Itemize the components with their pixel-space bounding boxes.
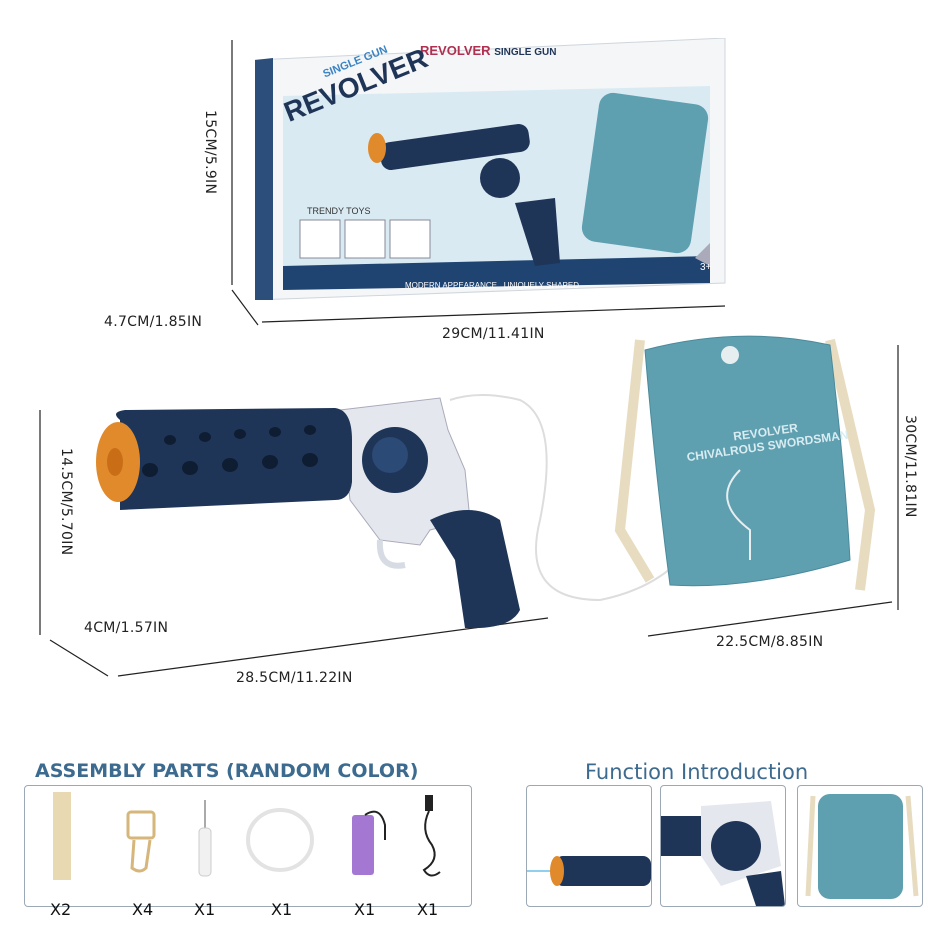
box-feature-1: MODERN APPEARANCE	[405, 281, 498, 290]
box-depth-label: 4.7CM/1.85IN	[104, 314, 203, 330]
bag-width-label: 22.5CM/8.85IN	[716, 634, 824, 650]
part-qty-buckle: X4	[132, 900, 154, 919]
box-illustration	[255, 38, 726, 300]
part-qty-strap: X2	[50, 900, 72, 919]
water-bag-illustration	[614, 335, 876, 591]
box-trendy-label: TRENDY TOYS	[307, 206, 371, 216]
part-qty-screwdriver: X1	[194, 900, 216, 919]
box-top-title: REVOLVER	[420, 43, 491, 58]
box-width-label: 29CM/11.41IN	[442, 326, 545, 342]
function-panel-backpack	[797, 785, 923, 907]
function-panel-barrel	[526, 785, 652, 907]
usb-cable-icon	[422, 795, 441, 877]
gun-length-label: 28.5CM/11.22IN	[236, 670, 353, 686]
buckle-icon	[126, 810, 156, 873]
battery-icon	[352, 810, 386, 875]
screwdriver-icon	[198, 800, 212, 877]
part-qty-usb-cable: X1	[417, 900, 439, 919]
product-box: REVOLVER SINGLE GUN SINGLE GUN REVOLVER …	[255, 38, 727, 300]
assembly-parts-title: ASSEMBLY PARTS (RANDOM COLOR)	[35, 760, 419, 782]
tube-icon	[246, 808, 314, 872]
box-top-subtitle: SINGLE GUN	[494, 47, 557, 58]
water-backpack: REVOLVER CHIVALROUS SWORDSMAN	[600, 330, 890, 605]
box-age-badge: 3+	[700, 262, 712, 273]
gun-depth-label: 4CM/1.57IN	[84, 620, 169, 636]
part-qty-battery: X1	[354, 900, 376, 919]
function-panel-cylinder	[660, 785, 786, 907]
part-qty-tube: X1	[271, 900, 293, 919]
function-intro-title: Function Introduction	[585, 760, 809, 784]
strap-icon	[53, 792, 71, 880]
box-feature-2: UNIQUELY SHAPED	[503, 281, 579, 290]
